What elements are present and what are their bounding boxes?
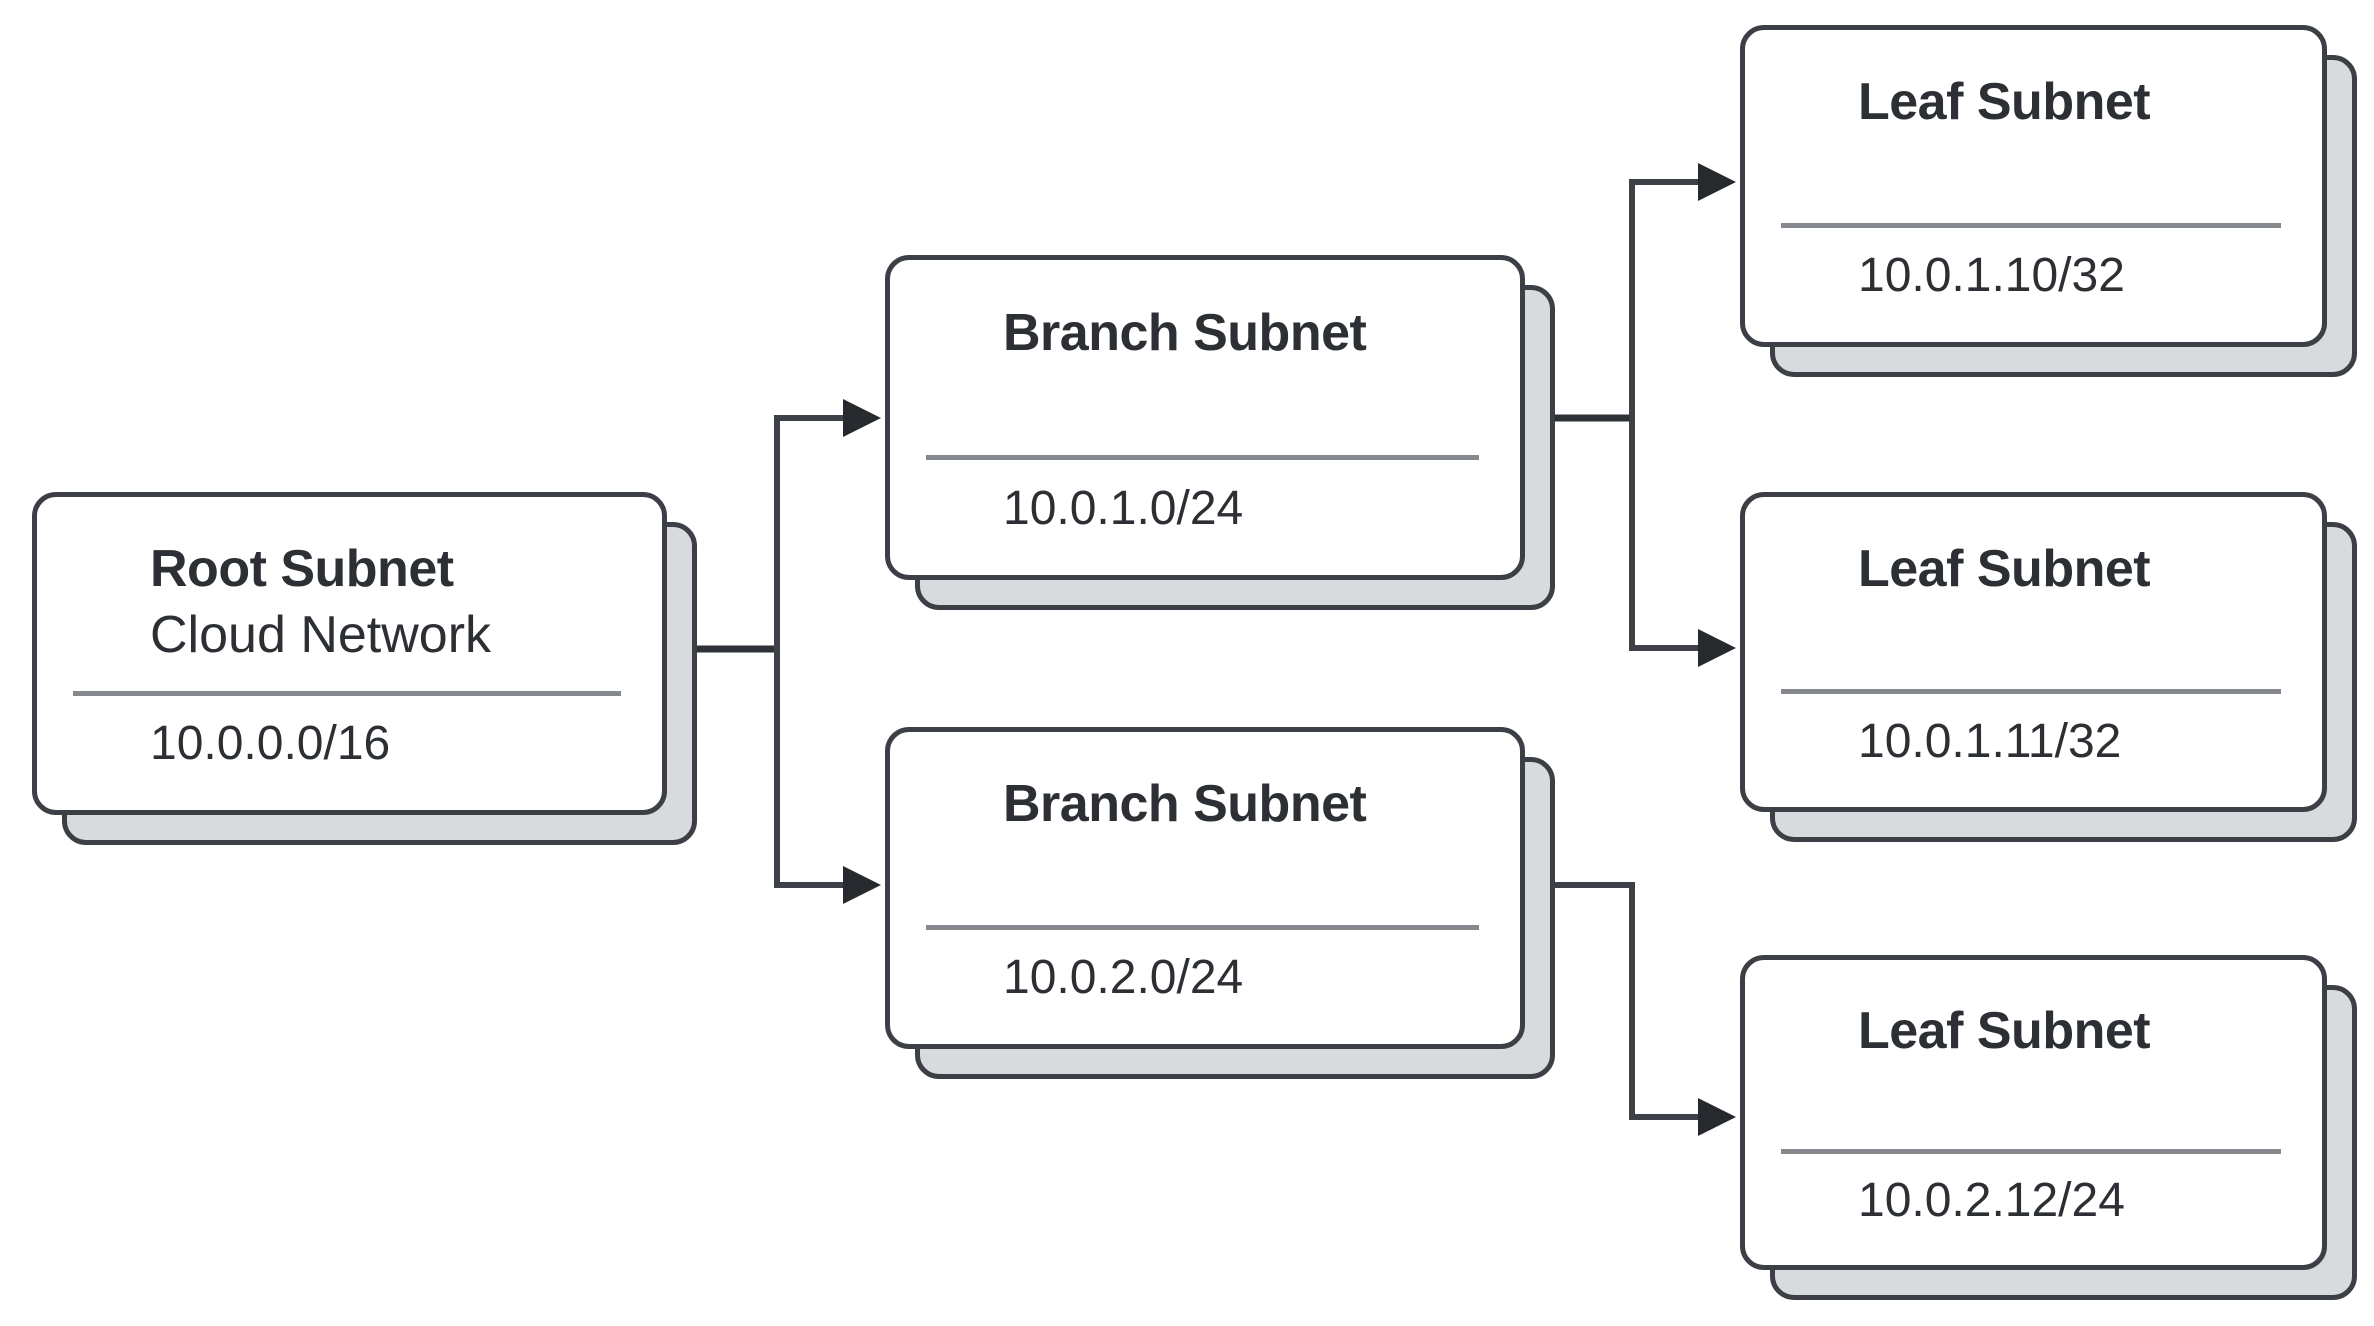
edge-branch2-to-leaf [1525, 882, 1736, 1136]
arrowhead-into-branch1 [843, 399, 881, 437]
subnet-node-leaf1: Leaf Subnet 10.0.1.10/32 [1740, 25, 2357, 377]
card-face: Branch Subnet 10.0.1.0/24 [885, 255, 1525, 580]
subnet-cidr: 10.0.0.0/16 [150, 717, 391, 771]
subnet-cidr: 10.0.1.0/24 [1003, 481, 1244, 535]
arrowhead-into-leaf2 [1698, 629, 1736, 667]
subnet-title: Root Subnet [150, 540, 454, 599]
card-face: Leaf Subnet 10.0.2.12/24 [1740, 955, 2327, 1270]
subnet-title: Leaf Subnet [1858, 73, 2151, 132]
subnet-title: Branch Subnet [1003, 303, 1367, 362]
subnet-title: Leaf Subnet [1858, 539, 2151, 598]
subnet-node-root: Root Subnet Cloud Network 10.0.0.0/16 [32, 492, 697, 845]
edge-branch2-elbow [1525, 882, 1700, 1120]
card-divider [926, 925, 1479, 931]
card-divider [73, 691, 621, 697]
card-divider [1781, 1149, 2281, 1155]
arrowhead-into-leaf3 [1698, 1098, 1736, 1136]
arrowhead-into-branch2 [843, 866, 881, 904]
subnet-cidr: 10.0.1.10/32 [1858, 249, 2125, 303]
subnet-node-leaf2: Leaf Subnet 10.0.1.11/32 [1740, 492, 2357, 842]
subnet-node-leaf3: Leaf Subnet 10.0.2.12/24 [1740, 955, 2357, 1300]
edge-root-fork [774, 415, 845, 888]
edge-branch1-fork [1629, 179, 1700, 651]
arrowhead-into-leaf1 [1698, 163, 1736, 201]
subnet-node-branch1: Branch Subnet 10.0.1.0/24 [885, 255, 1555, 610]
card-divider [926, 455, 1479, 461]
subnet-title: Branch Subnet [1003, 775, 1367, 834]
card-face: Root Subnet Cloud Network 10.0.0.0/16 [32, 492, 667, 815]
subnet-cidr: 10.0.2.12/24 [1858, 1173, 2125, 1227]
edge-branch1-to-leaves [1525, 163, 1736, 667]
card-divider [1781, 223, 2281, 229]
card-face: Leaf Subnet 10.0.1.11/32 [1740, 492, 2327, 812]
edge-root-to-branches [667, 399, 881, 904]
card-face: Branch Subnet 10.0.2.0/24 [885, 727, 1525, 1049]
card-face: Leaf Subnet 10.0.1.10/32 [1740, 25, 2327, 347]
subnet-subtitle: Cloud Network [150, 605, 492, 664]
subnet-cidr: 10.0.1.11/32 [1858, 714, 2122, 768]
subnet-title: Leaf Subnet [1858, 1002, 2151, 1061]
card-divider [1781, 689, 2281, 695]
subnet-cidr: 10.0.2.0/24 [1003, 951, 1244, 1005]
subnet-node-branch2: Branch Subnet 10.0.2.0/24 [885, 727, 1555, 1079]
